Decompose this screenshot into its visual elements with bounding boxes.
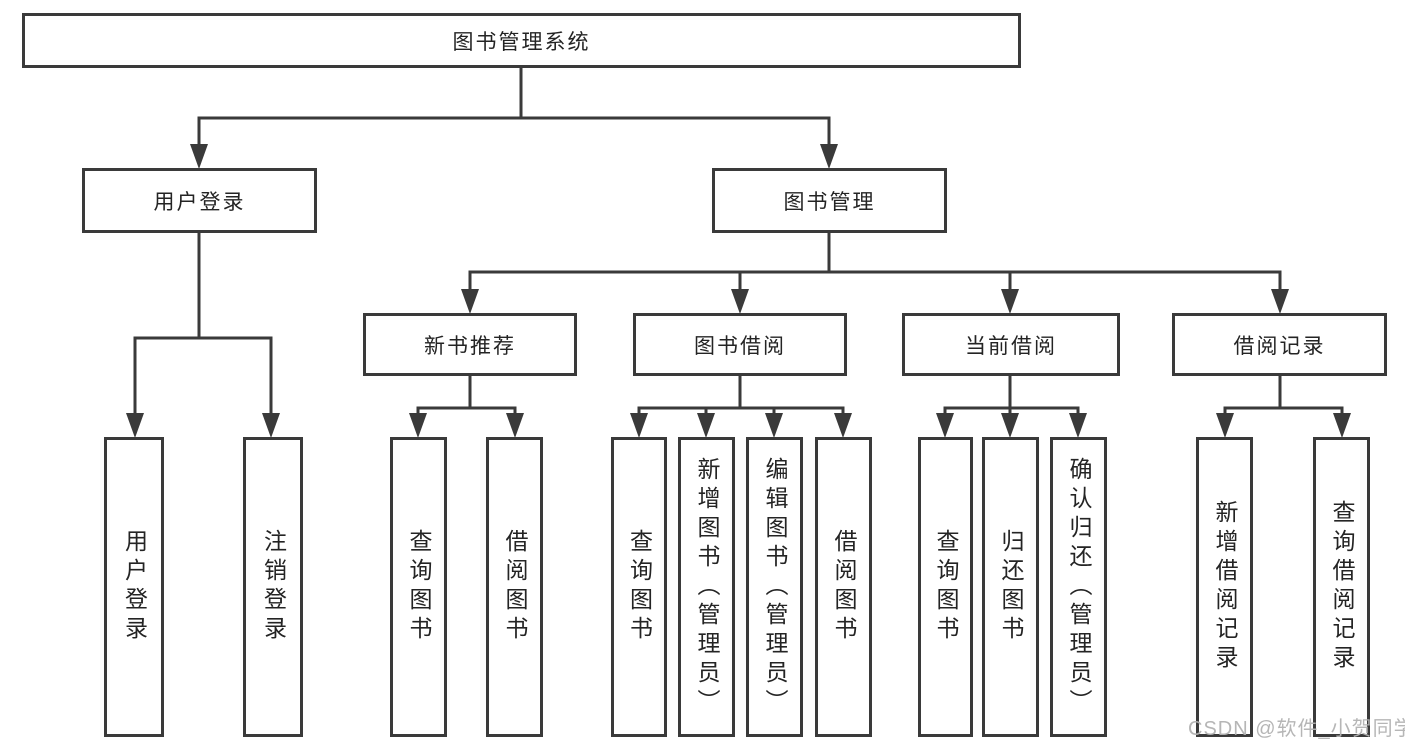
node-book-borrow-label: 图书借阅 — [694, 334, 786, 358]
leaf-nbr-query-books-label: 查询图书 — [406, 529, 432, 645]
leaf-cb-return-books-label: 归还图书 — [998, 529, 1024, 645]
node-current-borrow-label: 当前借阅 — [965, 334, 1057, 358]
leaf-bb-query-books-label: 查询图书 — [626, 529, 653, 645]
node-book-management: 图书管理 — [712, 168, 947, 233]
leaf-bb-add-books-admin: 新增图书（管理员） — [678, 437, 735, 737]
leaf-bb-query-books: 查询图书 — [611, 437, 667, 737]
leaf-br-query-record-label: 查询借阅记录 — [1329, 500, 1355, 674]
leaf-bb-add-books-admin-label: 新增图书（管理员） — [694, 456, 720, 718]
leaf-nbr-borrow-books-label: 借阅图书 — [502, 529, 528, 645]
leaf-bb-borrow-books-label: 借阅图书 — [831, 529, 857, 645]
csdn-watermark: CSDN @软件_小贺同学 — [1188, 718, 1405, 740]
leaf-br-add-record: 新增借阅记录 — [1196, 437, 1253, 737]
leaf-bb-edit-books-admin-label: 编辑图书（管理员） — [762, 456, 788, 718]
node-current-borrow: 当前借阅 — [902, 313, 1120, 376]
node-borrow-records-label: 借阅记录 — [1233, 334, 1326, 358]
leaf-cb-query-books-label: 查询图书 — [933, 529, 959, 645]
node-user-login: 用户登录 — [82, 168, 317, 233]
node-new-book-recommend: 新书推荐 — [363, 313, 577, 376]
node-root: 图书管理系统 — [22, 13, 1021, 68]
node-user-login-label: 用户登录 — [153, 190, 246, 214]
leaf-user-login-label: 用户登录 — [121, 529, 148, 645]
node-borrow-records: 借阅记录 — [1172, 313, 1387, 376]
node-book-borrow: 图书借阅 — [633, 313, 847, 376]
leaf-bb-borrow-books: 借阅图书 — [815, 437, 872, 737]
leaf-nbr-borrow-books: 借阅图书 — [486, 437, 543, 737]
node-new-book-recommend-label: 新书推荐 — [424, 334, 516, 358]
leaf-cb-return-books: 归还图书 — [982, 437, 1039, 737]
leaf-cb-confirm-return-admin-label: 确认归还（管理员） — [1066, 456, 1092, 718]
leaf-cb-query-books: 查询图书 — [918, 437, 973, 737]
leaf-br-add-record-label: 新增借阅记录 — [1212, 500, 1238, 674]
leaf-br-query-record: 查询借阅记录 — [1313, 437, 1370, 737]
leaf-nbr-query-books: 查询图书 — [390, 437, 447, 737]
node-root-label: 图书管理系统 — [452, 30, 591, 54]
leaf-logout: 注销登录 — [243, 437, 303, 737]
node-book-management-label: 图书管理 — [783, 190, 876, 214]
leaf-bb-edit-books-admin: 编辑图书（管理员） — [746, 437, 803, 737]
leaf-logout-label: 注销登录 — [260, 529, 287, 645]
leaf-user-login: 用户登录 — [104, 437, 164, 737]
leaf-cb-confirm-return-admin: 确认归还（管理员） — [1050, 437, 1107, 737]
